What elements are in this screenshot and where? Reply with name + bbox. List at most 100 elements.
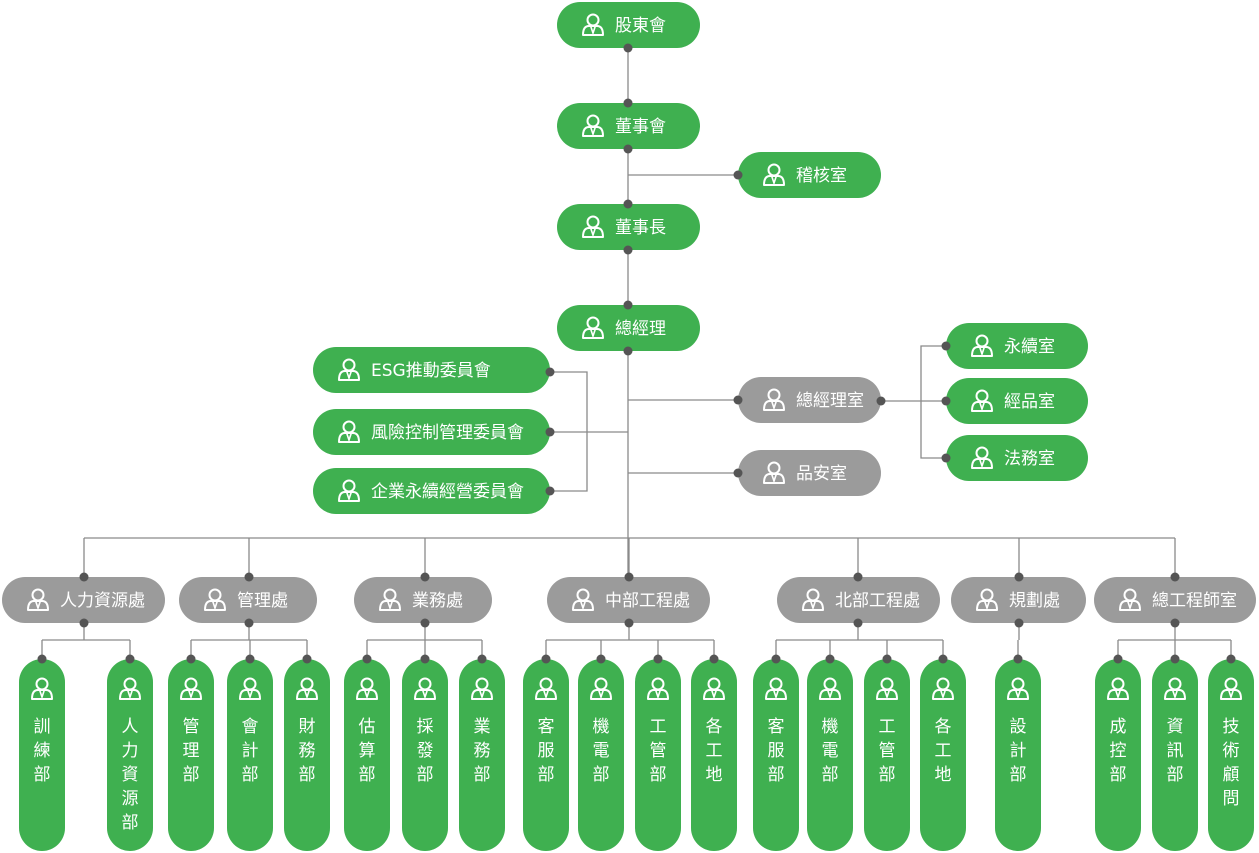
person-icon — [582, 13, 604, 36]
node-dept-4-0[interactable]: 客服部 — [753, 659, 799, 851]
node-gm-office-child-1[interactable]: 經品室 — [946, 378, 1088, 424]
connector-dot — [623, 43, 633, 53]
connector-dot — [733, 170, 743, 180]
node-dept-6-1[interactable]: 資訊部 — [1152, 659, 1198, 851]
node-committee-0[interactable]: ESG推動委員會 — [313, 347, 550, 393]
node-gm-office-child-0[interactable]: 永續室 — [946, 323, 1088, 369]
connector-dot — [477, 654, 487, 664]
connector-dot — [941, 453, 951, 463]
node-division-5[interactable]: 規劃處 — [951, 577, 1086, 623]
person-icon — [976, 588, 998, 611]
person-icon — [414, 677, 436, 700]
person-icon — [819, 677, 841, 700]
connector-dot — [37, 654, 47, 664]
node-chairman[interactable]: 董事長 — [557, 204, 700, 250]
node-committee-0-label: ESG推動委員會 — [371, 361, 491, 381]
node-division-2-label: 業務處 — [412, 591, 463, 611]
node-dept-1-1[interactable]: 會計部 — [227, 659, 273, 851]
connector-dot — [941, 341, 951, 351]
person-icon — [1007, 677, 1029, 700]
node-shareholders-label: 股東會 — [615, 16, 666, 36]
node-gm-office-label: 總經理室 — [796, 391, 864, 411]
node-division-4[interactable]: 北部工程處 — [777, 577, 940, 623]
connector-dot — [623, 346, 633, 356]
node-dept-4-1[interactable]: 機電部 — [807, 659, 853, 851]
node-dept-4-3[interactable]: 各工地 — [920, 659, 966, 851]
node-dept-4-0-label: 客服部 — [768, 717, 785, 785]
person-icon — [572, 588, 594, 611]
connector-dot — [245, 654, 255, 664]
node-committee-2[interactable]: 企業永續經營委員會 — [313, 468, 550, 514]
node-dept-3-1[interactable]: 機電部 — [578, 659, 624, 851]
connector-dot — [1226, 654, 1236, 664]
person-icon — [338, 479, 360, 502]
node-dept-0-0[interactable]: 訓練部 — [19, 659, 65, 851]
person-icon — [31, 677, 53, 700]
connector-dot — [1014, 572, 1024, 582]
connector-dot — [624, 572, 634, 582]
person-icon — [119, 677, 141, 700]
connector-dot — [1013, 654, 1023, 664]
person-icon — [180, 677, 202, 700]
connector-dot — [1170, 572, 1180, 582]
node-qa-label: 品安室 — [796, 464, 847, 484]
node-dept-1-2-label: 財務部 — [299, 717, 316, 785]
connector-dot — [186, 654, 196, 664]
node-audit[interactable]: 稽核室 — [738, 152, 881, 198]
node-division-1[interactable]: 管理處 — [179, 577, 317, 623]
connector-dot — [709, 654, 719, 664]
connector-dot — [623, 300, 633, 310]
node-dept-0-1[interactable]: 人力資源部 — [107, 659, 153, 851]
node-dept-3-3-label: 各工地 — [706, 717, 723, 785]
node-dept-2-0-label: 估算部 — [359, 717, 376, 785]
connector-dot — [825, 654, 835, 664]
connector-dot — [596, 654, 606, 664]
connector-dot — [302, 654, 312, 664]
node-dept-1-2[interactable]: 財務部 — [284, 659, 330, 851]
node-dept-0-1-label: 人力資源部 — [122, 717, 139, 833]
node-gm-office-child-1-label: 經品室 — [1004, 392, 1055, 412]
node-gm[interactable]: 總經理 — [557, 305, 700, 351]
node-dept-5-0[interactable]: 設計部 — [995, 659, 1041, 851]
node-dept-2-0[interactable]: 估算部 — [344, 659, 390, 851]
node-dept-6-2[interactable]: 技術顧問 — [1208, 659, 1254, 851]
node-dept-1-0[interactable]: 管理部 — [168, 659, 214, 851]
node-gm-office-child-2[interactable]: 法務室 — [946, 435, 1088, 481]
node-dept-0-0-label: 訓練部 — [34, 717, 51, 785]
gm-office-bracket — [920, 345, 946, 459]
node-division-4-label: 北部工程處 — [835, 591, 920, 611]
node-division-3[interactable]: 中部工程處 — [547, 577, 710, 623]
node-board[interactable]: 董事會 — [557, 103, 700, 149]
person-icon — [971, 389, 993, 412]
person-icon — [338, 358, 360, 381]
node-division-6[interactable]: 總工程師室 — [1094, 577, 1256, 623]
person-icon — [1107, 677, 1129, 700]
node-audit-label: 稽核室 — [796, 166, 847, 186]
node-division-2[interactable]: 業務處 — [354, 577, 492, 623]
node-dept-6-1-label: 資訊部 — [1167, 717, 1184, 785]
node-dept-6-0[interactable]: 成控部 — [1095, 659, 1141, 851]
node-dept-3-0[interactable]: 客服部 — [523, 659, 569, 851]
node-division-3-label: 中部工程處 — [605, 591, 690, 611]
node-dept-3-2[interactable]: 工管部 — [635, 659, 681, 851]
node-dept-3-0-label: 客服部 — [538, 717, 555, 785]
node-shareholders[interactable]: 股東會 — [557, 2, 700, 48]
node-committee-1[interactable]: 風險控制管理委員會 — [313, 409, 550, 455]
person-icon — [338, 420, 360, 443]
node-dept-2-1[interactable]: 採發部 — [402, 659, 448, 851]
node-qa[interactable]: 品安室 — [738, 450, 881, 496]
connector-dot — [362, 654, 372, 664]
node-gm-office[interactable]: 總經理室 — [738, 377, 881, 423]
node-division-0[interactable]: 人力資源處 — [2, 577, 165, 623]
node-dept-4-2[interactable]: 工管部 — [864, 659, 910, 851]
node-division-1-label: 管理處 — [237, 591, 288, 611]
node-dept-3-1-label: 機電部 — [593, 717, 610, 785]
node-dept-3-3[interactable]: 各工地 — [691, 659, 737, 851]
node-dept-2-2[interactable]: 業務部 — [459, 659, 505, 851]
connector-dot — [420, 618, 430, 628]
connector-dot — [545, 367, 555, 377]
node-dept-3-2-label: 工管部 — [650, 717, 667, 785]
person-icon — [876, 677, 898, 700]
